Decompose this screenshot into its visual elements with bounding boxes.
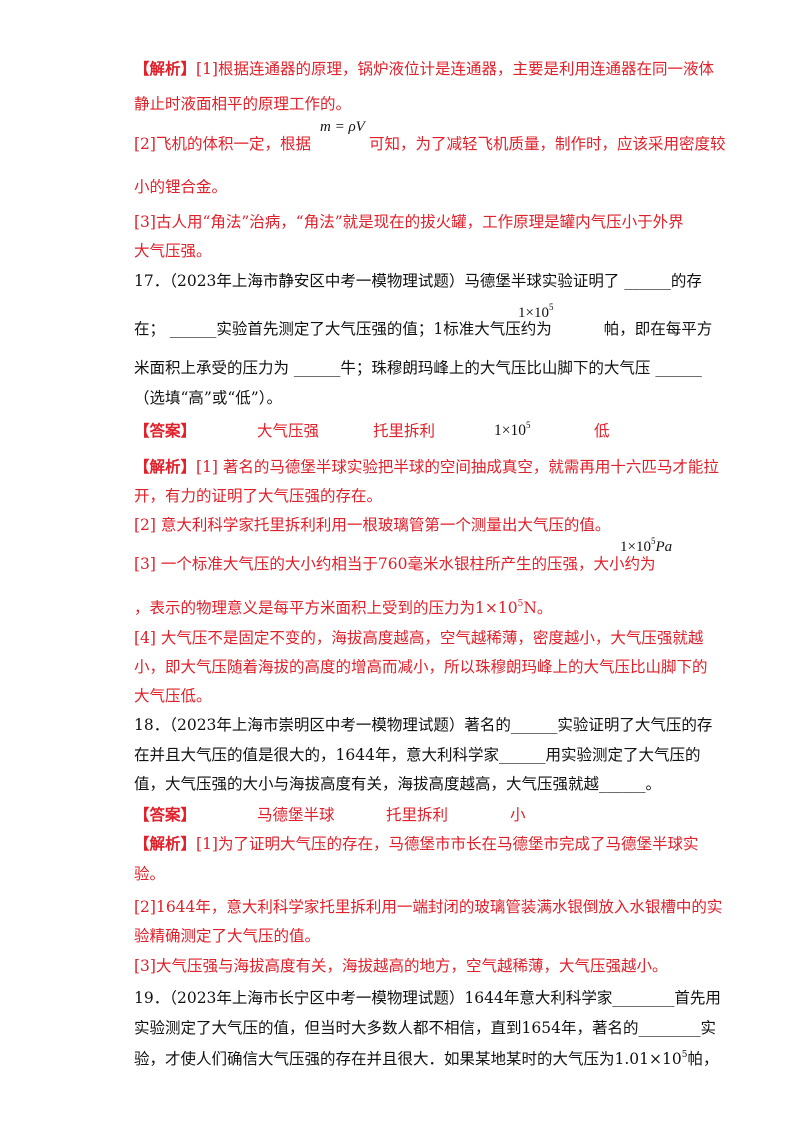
q17-explanation-line-3: [2] 意大利科学家托里拆利利用一根玻璃管第一个测量出大气压的值。	[134, 516, 611, 534]
q16-explanation-line-1: 【解析】[1]根据连通器的原理，锅炉液位计是连通器，主要是利用连通器在同一液体	[134, 58, 740, 80]
stem-text: 帕，	[687, 1050, 719, 1068]
answer-1: 马德堡半球	[257, 806, 335, 824]
q16-explanation-line-4: 小的锂合金。	[134, 178, 228, 196]
answer-tag: 【答案】	[134, 805, 197, 824]
explanation-text: [1]为了证明大气压的存在，马德堡市市长在马德堡市完成了马德堡半球实	[196, 835, 699, 853]
q17-explanation-line-7: 小，即大气压随着海拔的高度的增高而减小，所以珠穆朗玛峰上的大气压比山脚下的	[134, 658, 708, 676]
q16-explanation-line-5: [3]古人用“角法”治病，“角法”就是现在的拔火罐，工作原理是罐内气压小于外界	[134, 213, 684, 231]
explanation-text: ，表示的物理意义是每平方米面积上受到的压力为1×10	[134, 599, 518, 617]
q17-stem-line-2: 在； ______实验首先测定了大气压强的值；1标准大气压约为 帕，即在每平方	[134, 318, 740, 340]
q18-explanation-line-1: 【解析】[1]为了证明大气压的存在，马德堡市市长在马德堡市完成了马德堡半球实	[134, 833, 740, 855]
explanation-tag: 【解析】	[134, 834, 197, 853]
pressure-unit-formula: 1×105Pa	[620, 536, 673, 555]
q17-explanation-line-8: 大气压低。	[134, 687, 212, 705]
explanation-tag: 【解析】	[134, 457, 197, 476]
explanation-tag: 【解析】	[134, 59, 197, 78]
q16-explanation-line-2: 静止时液面相平的原理工作的。	[134, 95, 352, 113]
q18-explanation-line-5: [3]大气压强与海拔高度有关，海拔越高的地方，空气越稀薄，大气压强越小。	[134, 957, 668, 975]
explanation-text: [1] 著名的马德堡半球实验把半球的空间抽成真空，就需再用十六匹马才能拉	[196, 458, 719, 476]
q18-stem-line-3: 值，大气压强的大小与海拔高度有关，海拔高度越高，大气压强就越______。	[134, 775, 662, 793]
q17-explanation-line-1: 【解析】[1] 著名的马德堡半球实验把半球的空间抽成真空，就需再用十六匹马才能拉	[134, 456, 740, 478]
answer-1: 大气压强	[257, 422, 320, 440]
answer-2: 托里拆利	[373, 422, 436, 440]
q18-explanation-line-3: [2]1644年，意大利科学家托里拆利用一端封闭的玻璃管装满水银倒放入水银槽中的…	[134, 898, 723, 916]
pressure-formula: 1×105	[518, 302, 554, 321]
stem-text: 在； ______实验首先测定了大气压强的值；1标准大气压约为	[134, 320, 552, 338]
q19-stem-line-2: 实验测定了大气压的值，但当时大多数人都不相信，直到1654年，著名的______…	[134, 1019, 716, 1037]
answer-tag: 【答案】	[134, 421, 197, 440]
q16-explanation-line-6: 大气压强。	[134, 242, 212, 260]
q18-explanation-line-2: 验。	[134, 865, 166, 883]
answer-3: 小	[510, 806, 526, 824]
q18-stem-line-2: 在并且大气压的值是很大的，1644年，意大利科学家______用实验测定了大气压…	[134, 746, 701, 764]
q18-explanation-line-4: 验精确测定了大气压的值。	[134, 927, 321, 945]
answer-2: 托里拆利	[386, 806, 449, 824]
q17-explanation-line-2: 开，有力的证明了大气压强的存在。	[134, 487, 383, 505]
answer-4: 低	[594, 422, 610, 440]
q17-stem-line-1: 17．（2023年上海市静安区中考一模物理试题）马德堡半球实验证明了 _____…	[134, 272, 702, 290]
answer-3: 1×105	[494, 420, 531, 439]
q17-explanation-line-5: ，表示的物理意义是每平方米面积上受到的压力为1×105N。	[134, 597, 740, 622]
q17-explanation-line-4: [3] 一个标准大气压的大小约相当于760毫米水银柱所产生的压强，大小约为	[134, 555, 656, 573]
density-formula: m = ρV	[320, 119, 365, 135]
explanation-text: [2]飞机的体积一定，根据	[134, 135, 311, 153]
q18-stem-line-1: 18．（2023年上海市崇明区中考一模物理试题）著名的______实验证明了大气…	[134, 716, 713, 734]
exponent: 5	[517, 599, 524, 609]
q17-stem-line-4: （选填“高”或“低”）。	[134, 389, 282, 407]
exponent: 5	[681, 1050, 688, 1060]
q19-stem-line-1: 19．（2023年上海市长宁区中考一模物理试题）1644年意大利科学家_____…	[134, 989, 721, 1007]
stem-text: 验，才使人们确信大气压强的存在并且很大．如果某地某时的大气压为1.01×10	[134, 1050, 682, 1068]
q19-stem-line-3: 验，才使人们确信大气压强的存在并且很大．如果某地某时的大气压为1.01×105帕…	[134, 1048, 740, 1073]
stem-text: 帕，即在每平方	[603, 320, 713, 338]
q17-stem-line-3: 米面积上承受的压力为 ______牛；珠穆朗玛峰上的大气压比山脚下的大气压 __…	[134, 359, 702, 377]
explanation-text: [1]根据连通器的原理，锅炉液位计是连通器，主要是利用连通器在同一液体	[196, 60, 714, 78]
q17-explanation-line-6: [4] 大气压不是固定不变的，海拔高度越高，空气越稀薄，密度越小，大气压强就越	[134, 629, 704, 647]
q16-explanation-line-3: [2]飞机的体积一定，根据 可知，为了减轻飞机质量，制作时，应该采用密度较	[134, 133, 740, 155]
explanation-text: N。	[523, 599, 553, 617]
explanation-text: 可知，为了减轻飞机质量，制作时，应该采用密度较	[368, 135, 726, 153]
